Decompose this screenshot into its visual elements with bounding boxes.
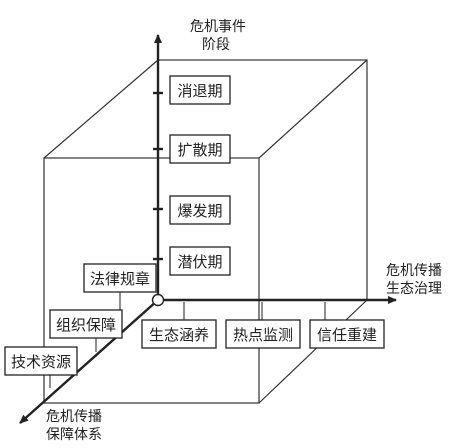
- cube-front-face: [43, 157, 260, 404]
- depth-axis: [19, 299, 159, 424]
- governance-box-2: 信任重建: [309, 319, 385, 349]
- cube-frame: [43, 59, 368, 404]
- support-label: 法律规章: [90, 270, 150, 288]
- support-box-0: 法律规章: [83, 263, 157, 293]
- stage-box-1: 扩散期: [169, 134, 231, 164]
- stage-boxes: 消退期 扩散期 爆发期 潜伏期: [169, 75, 231, 276]
- cube-edge-top-left: [43, 59, 159, 159]
- horizontal-axis-label-line1: 危机传播: [386, 263, 442, 279]
- support-boxes: 法律规章 组织保障 技术资源: [4, 263, 157, 376]
- stage-label: 潜伏期: [177, 253, 222, 271]
- governance-label: 生态涵养: [149, 326, 209, 344]
- cube-edge-top-right: [258, 59, 368, 159]
- depth-axis-label-line2: 保障体系: [46, 427, 102, 443]
- stage-label: 消退期: [177, 82, 222, 100]
- leader-lines: [49, 291, 326, 388]
- stage-label: 爆发期: [177, 202, 222, 220]
- cube-edge-bottom-right: [258, 299, 368, 404]
- governance-box-1: 热点监测: [225, 319, 301, 349]
- stage-label: 扩散期: [177, 141, 222, 159]
- support-label: 组织保障: [56, 316, 116, 334]
- horizontal-axis-label-line2: 生态治理: [386, 281, 442, 297]
- support-box-1: 组织保障: [49, 309, 123, 339]
- stage-box-2: 爆发期: [169, 195, 231, 225]
- stage-box-3: 潜伏期: [169, 246, 231, 276]
- depth-axis-label-line1: 危机传播: [46, 409, 102, 425]
- support-box-2: 技术资源: [4, 346, 78, 376]
- axes: [19, 34, 397, 424]
- governance-label: 热点监测: [233, 326, 293, 344]
- support-label: 技术资源: [11, 353, 71, 371]
- vertical-axis-label-line1: 危机事件: [190, 19, 246, 35]
- governance-label: 信任重建: [317, 326, 377, 344]
- governance-boxes: 生态涵养 热点监测 信任重建: [141, 319, 385, 349]
- governance-box-0: 生态涵养: [141, 319, 217, 349]
- origin-marker: [151, 293, 165, 307]
- vertical-axis-label-line2: 阶段: [202, 37, 230, 53]
- stage-box-0: 消退期: [169, 75, 231, 105]
- axis-labels: 危机事件 阶段 危机传播 生态治理 危机传播 保障体系: [46, 19, 442, 443]
